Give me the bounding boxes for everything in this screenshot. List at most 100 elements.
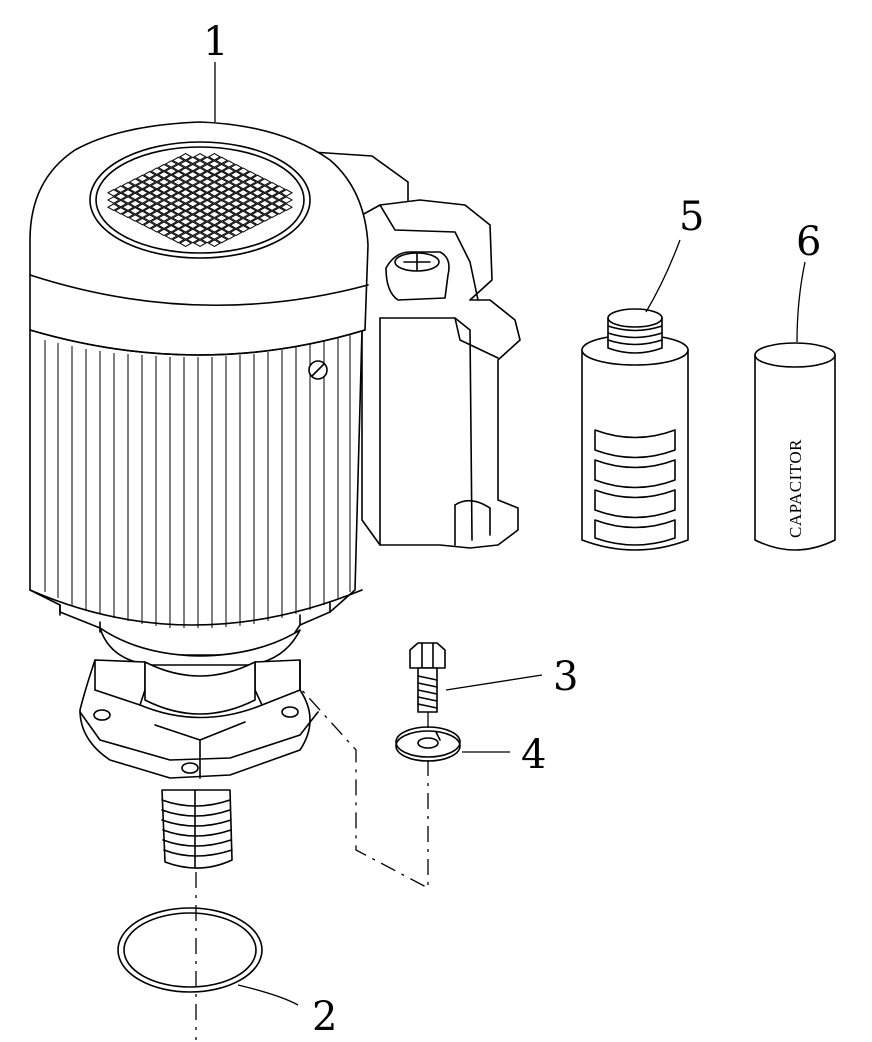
grille-cell xyxy=(207,181,222,190)
lock-washer xyxy=(395,726,461,762)
grille-cell xyxy=(236,196,250,204)
grille-cell xyxy=(150,174,164,183)
grille-cell xyxy=(200,156,214,165)
motor-cooling-fins xyxy=(44,332,351,628)
grille-cell xyxy=(258,192,272,201)
grille-cell xyxy=(243,171,258,179)
grille-cell xyxy=(171,185,186,193)
grille-cell xyxy=(193,167,207,175)
grille-cell xyxy=(222,232,236,240)
grille-cell xyxy=(128,207,142,215)
grille-cell xyxy=(164,217,178,226)
washer-assembly-path xyxy=(299,687,429,890)
grille-cell xyxy=(114,185,128,193)
grille-cell xyxy=(178,167,193,175)
grille-cell xyxy=(243,214,258,222)
grille-cell xyxy=(142,214,157,222)
grille-cell xyxy=(222,217,236,226)
grille-cell xyxy=(142,192,157,201)
grille-cell xyxy=(214,171,229,179)
grille-cell xyxy=(157,199,171,208)
grille-cell xyxy=(236,174,250,183)
grille-cell xyxy=(186,156,200,165)
grille-cell xyxy=(272,199,286,208)
grille-cell xyxy=(157,171,171,179)
grille-cell xyxy=(157,221,171,229)
grille-cell xyxy=(164,196,178,204)
grille-cell xyxy=(178,232,193,240)
capacitor: CAPACITOR xyxy=(754,342,836,551)
grille-cell xyxy=(106,203,121,211)
grille-cell xyxy=(207,203,222,211)
grille-cell xyxy=(178,239,193,247)
grille-cell xyxy=(171,199,186,208)
grille-cell xyxy=(128,185,142,193)
grille-cell xyxy=(250,210,265,219)
grille-cell xyxy=(135,189,150,197)
grille-cell xyxy=(236,203,250,211)
grille-cell xyxy=(106,196,121,204)
grille-cell xyxy=(178,217,193,226)
grille-cell xyxy=(193,160,207,168)
o-ring xyxy=(117,907,263,993)
grille-cell xyxy=(193,181,207,190)
grille-cell xyxy=(121,203,135,211)
grille-cell xyxy=(164,174,178,183)
grille-cell xyxy=(121,196,135,204)
grille-cell xyxy=(265,189,279,197)
motor-threaded-shaft xyxy=(161,789,233,869)
grille-cell xyxy=(142,171,157,179)
grille-cell xyxy=(243,199,258,208)
grille-cell xyxy=(164,189,178,197)
grille-cell xyxy=(214,228,229,237)
grille-cell xyxy=(193,217,207,226)
breather-plug xyxy=(581,308,689,551)
grille-cell xyxy=(200,221,214,229)
grille-cell xyxy=(222,174,236,183)
grille-cell xyxy=(214,178,229,186)
grille-cell xyxy=(128,192,142,201)
grille-cell xyxy=(186,214,200,222)
grille-cell xyxy=(265,210,279,219)
grille-cell xyxy=(128,214,142,222)
grille-cell xyxy=(229,171,243,179)
grille-cell xyxy=(272,207,286,215)
grille-cell xyxy=(164,160,178,168)
callout-5: 5 xyxy=(679,194,704,240)
motor-fan-grille xyxy=(89,141,311,259)
grille-cell xyxy=(222,181,236,190)
grille-cell xyxy=(150,181,164,190)
grille-cell xyxy=(135,174,150,183)
grille-cell xyxy=(250,181,265,190)
grille-cell xyxy=(236,189,250,197)
grille-cell xyxy=(236,225,250,233)
grille-cell xyxy=(200,171,214,179)
grille-cell xyxy=(164,203,178,211)
capacitor-label: CAPACITOR xyxy=(786,439,805,538)
grille-cell xyxy=(229,185,243,193)
grille-cell xyxy=(186,221,200,229)
grille-cell xyxy=(193,225,207,233)
leader-3 xyxy=(445,674,543,691)
callout-2: 2 xyxy=(312,994,337,1040)
grille-cell xyxy=(229,228,243,237)
grille-cell xyxy=(229,207,243,215)
grille-cell xyxy=(243,178,258,186)
grille-cell xyxy=(128,199,142,208)
grille-cell xyxy=(121,189,135,197)
grille-cell xyxy=(193,196,207,204)
grille-cell xyxy=(157,207,171,215)
hex-bolt xyxy=(409,642,446,713)
grille-cell xyxy=(207,160,222,168)
grille-cell xyxy=(236,210,250,219)
grille-cell xyxy=(250,189,265,197)
grille-cell xyxy=(229,199,243,208)
grille-cell xyxy=(178,196,193,204)
grille-cell xyxy=(193,210,207,219)
grille-cell xyxy=(265,196,279,204)
grille-cell xyxy=(150,225,164,233)
grille-cell xyxy=(135,196,150,204)
grille-cell xyxy=(250,203,265,211)
callout-4: 4 xyxy=(521,732,546,778)
grille-cell xyxy=(214,221,229,229)
